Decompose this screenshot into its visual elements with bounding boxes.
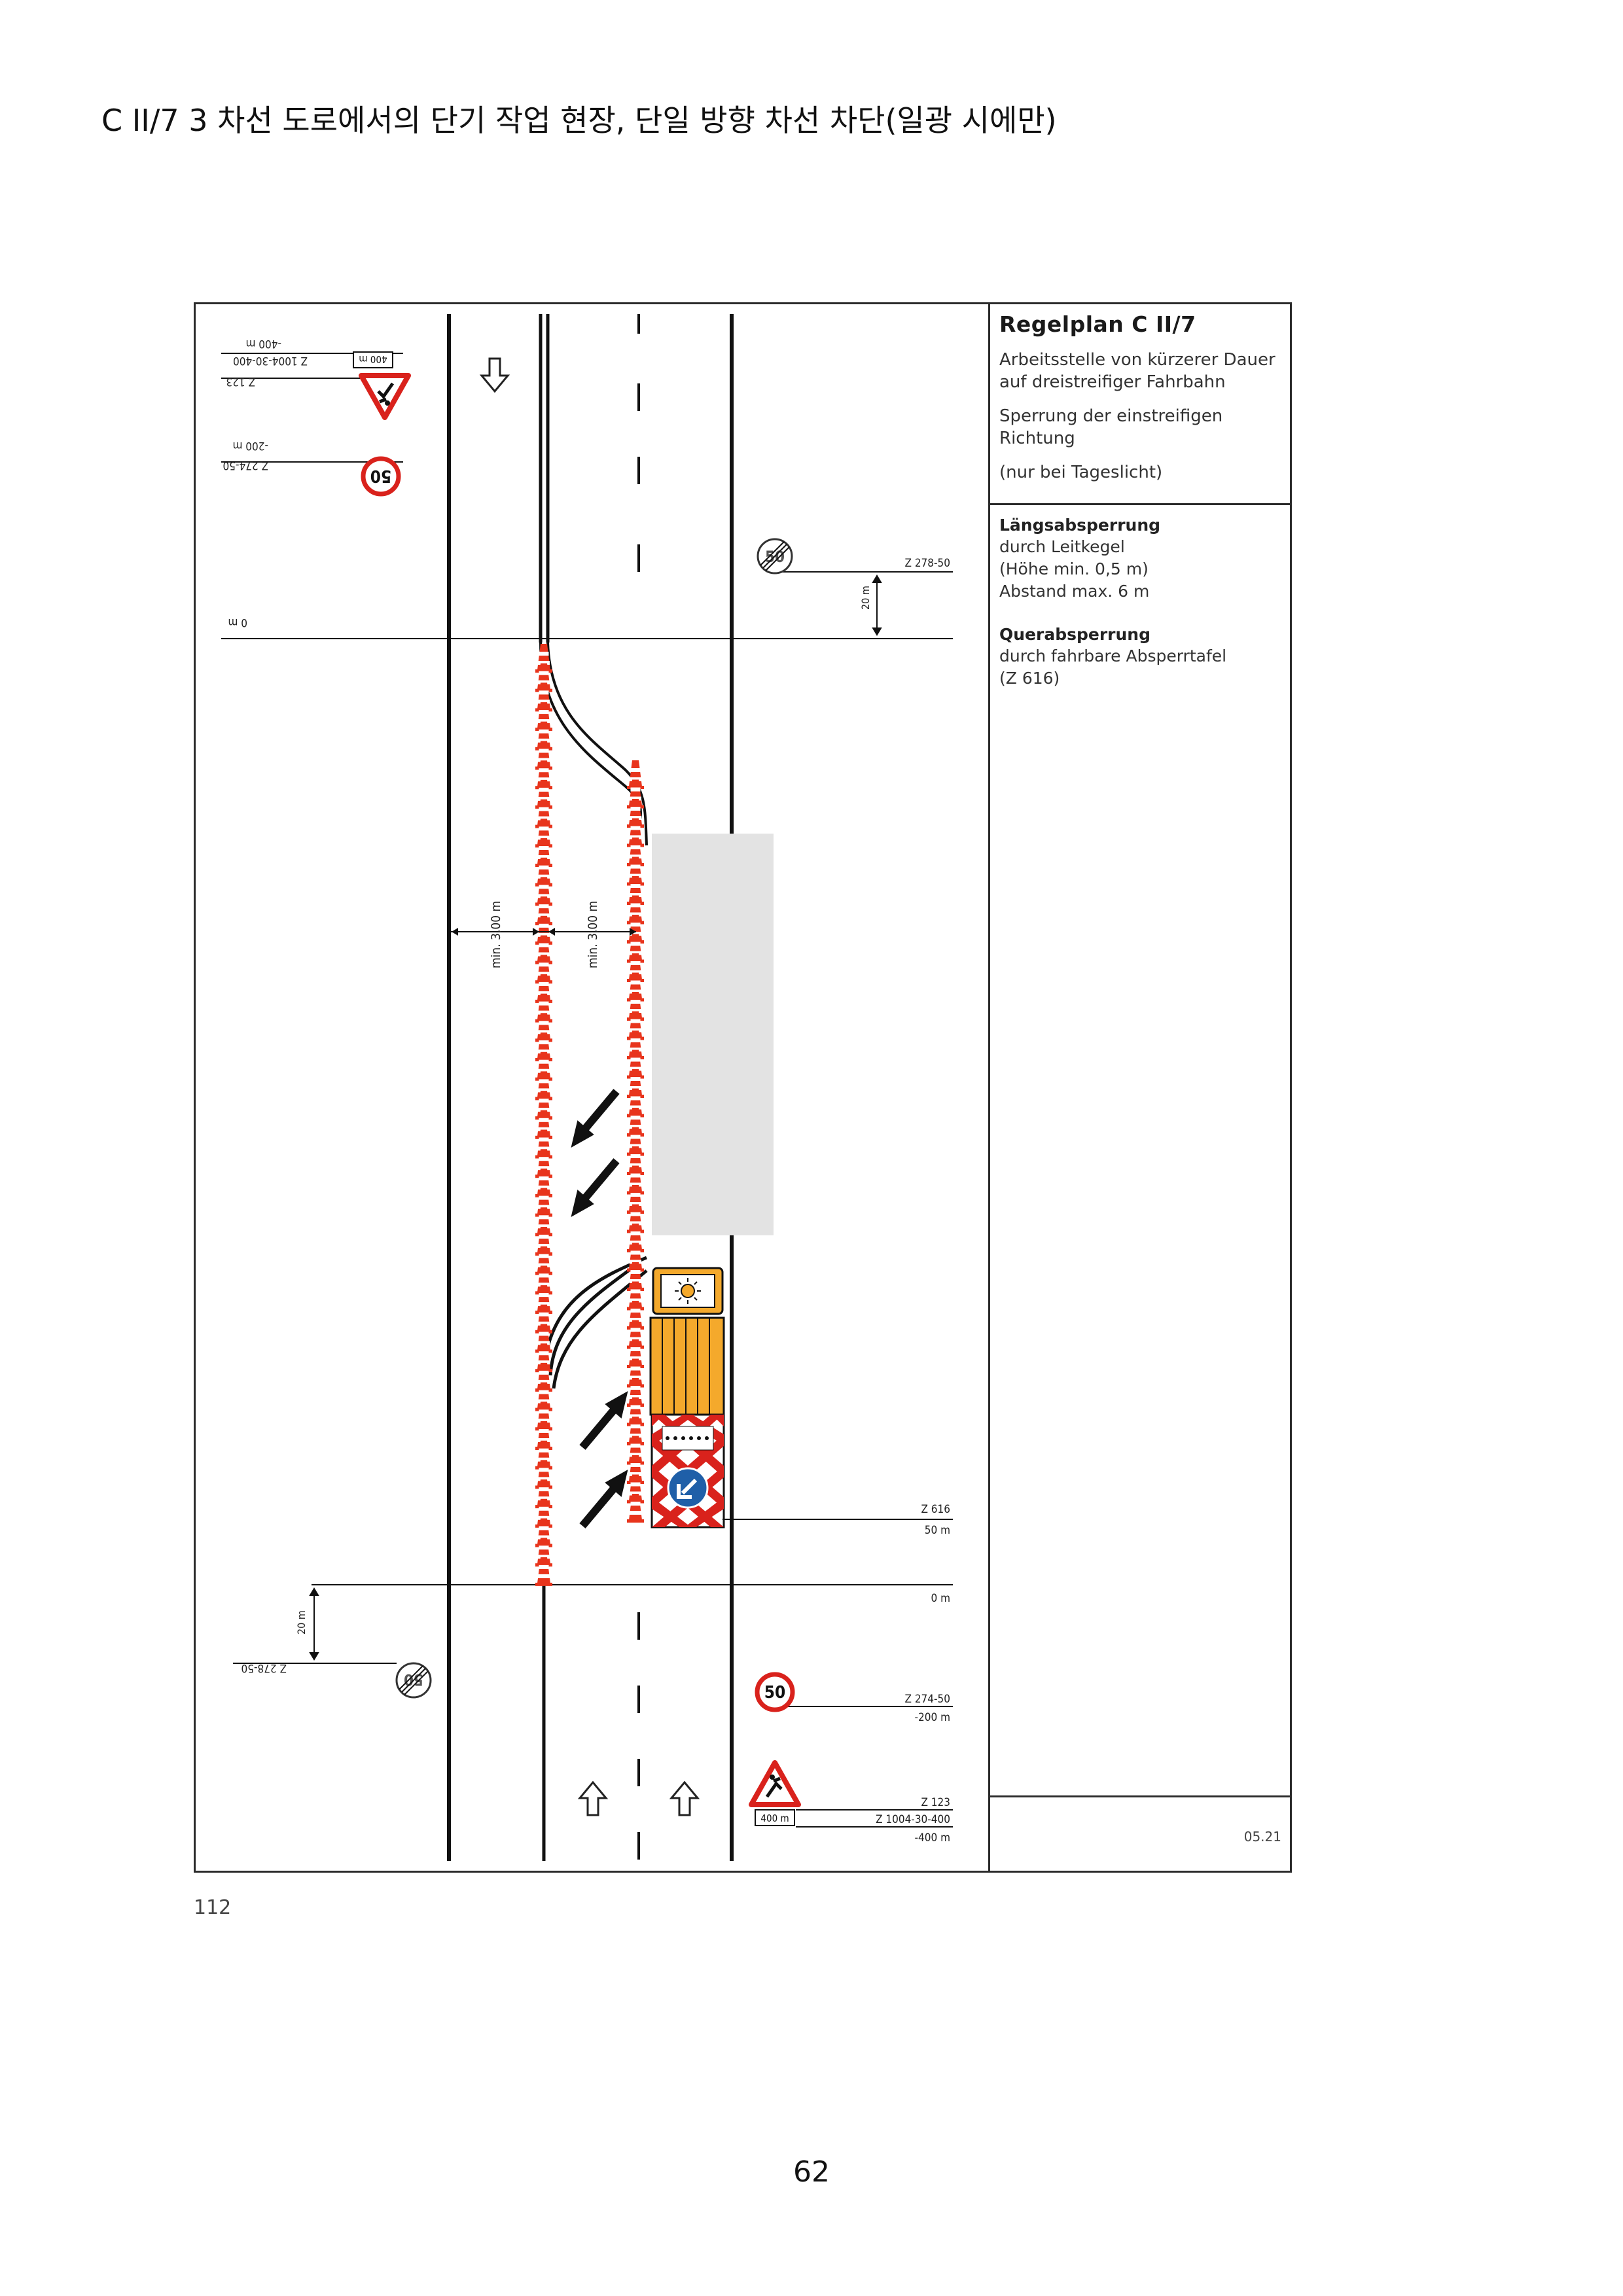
traffic-plan-diagram: -400 m Z 1004-30-400 Z 123 400 m -200 m … bbox=[221, 314, 953, 1861]
label-dist-0-top: 0 m bbox=[228, 616, 247, 629]
shifted-lines-end bbox=[545, 1256, 648, 1389]
width-dimensions: min. 3,00 m min. 3,00 m bbox=[450, 901, 636, 968]
label-z616: Z 616 bbox=[921, 1503, 950, 1516]
plate-400-bottom: 400 m bbox=[755, 1809, 795, 1826]
plan-closure-line: Richtung bbox=[999, 429, 1075, 448]
label-width-right: min. 3,00 m bbox=[586, 901, 600, 968]
label-code-1004-bottom: Z 1004-30-400 bbox=[876, 1813, 950, 1826]
legend-footer: 05.21 bbox=[990, 1797, 1292, 1871]
roadworks-sign-icon bbox=[359, 373, 411, 420]
roadworks-sign-icon bbox=[749, 1760, 801, 1807]
transverse-line: durch fahrbare Absperrtafel bbox=[999, 646, 1227, 665]
plate-400-top: 400 m bbox=[353, 351, 393, 368]
longitudinal-line: durch Leitkegel bbox=[999, 537, 1125, 556]
label-width-left: min. 3,00 m bbox=[489, 901, 503, 968]
label-z616-dist: 50 m bbox=[925, 1524, 950, 1537]
label-dist-400-top: -400 m bbox=[246, 337, 281, 350]
barrier-panel-z616 bbox=[651, 1413, 725, 1528]
end-speed-limit-sign-icon: 50 bbox=[395, 1662, 432, 1699]
transverse-heading: Querabsperrung bbox=[999, 625, 1150, 644]
sign-group-bottom-right: 0 m 50 Z 274-50 -200 m 400 m Z 123 Z 100… bbox=[749, 1592, 953, 1845]
direction-arrow-down-icon bbox=[479, 357, 510, 393]
direction-arrow-up-icon bbox=[577, 1780, 609, 1816]
sign-group-bottom-left: Z 278-50 50 20 m bbox=[233, 1587, 432, 1699]
page-number: 62 bbox=[793, 2155, 830, 2189]
label-offset-top: 20 m bbox=[859, 586, 872, 610]
speed-limit-bottom-text: 50 bbox=[764, 1683, 786, 1703]
label-dist-0-bottom: 0 m bbox=[931, 1592, 950, 1605]
label-code-274-bottom: Z 274-50 bbox=[905, 1693, 951, 1706]
end-speed-limit-sign-icon: 50 bbox=[757, 538, 793, 574]
warning-light-icon bbox=[675, 1278, 701, 1304]
plate-400-top-text: 400 m bbox=[359, 353, 387, 365]
direction-arrow-up-icon bbox=[669, 1780, 700, 1816]
plate-400-bottom-text: 400 m bbox=[760, 1812, 789, 1824]
longitudinal-line: (Höhe min. 0,5 m) bbox=[999, 559, 1149, 578]
label-code-278-bottom: Z 278-50 bbox=[241, 1661, 287, 1674]
label-dist-200-top: -200 m bbox=[233, 439, 268, 452]
label-code-123-top: Z 123 bbox=[226, 375, 255, 388]
longitudinal-line: Abstand max. 6 m bbox=[999, 582, 1150, 601]
arrow-down-left-sign-icon bbox=[667, 1467, 709, 1509]
speed-limit-top-text: 50 bbox=[370, 466, 392, 486]
label-code-123-bottom: Z 123 bbox=[921, 1796, 950, 1809]
longitudinal-heading: Längsabsperrung bbox=[999, 516, 1161, 535]
label-dist-200-bottom: -200 m bbox=[915, 1711, 950, 1724]
plan-description-line: Arbeitsstelle von kürzerer Dauer bbox=[999, 350, 1275, 370]
sign-group-top-left: -400 m Z 1004-30-400 Z 123 400 m -200 m … bbox=[221, 337, 411, 629]
work-vehicle bbox=[649, 1267, 725, 1528]
plan-description-line: auf dreistreifiger Fahrbahn bbox=[999, 372, 1226, 392]
legend-header: Regelplan C II/7 Arbeitsstelle von kürze… bbox=[990, 302, 1292, 505]
document-page-number: 112 bbox=[194, 1896, 232, 1919]
label-code-1004-top: Z 1004-30-400 bbox=[233, 354, 308, 367]
sign-group-top-right: Z 278-50 50 20 m bbox=[757, 538, 953, 636]
legend-body: Längsabsperrung durch Leitkegel (Höhe mi… bbox=[990, 505, 1292, 1797]
cone-column-left bbox=[535, 644, 552, 1586]
cone-column-right bbox=[627, 760, 644, 1523]
diagonal-arrow-icon bbox=[571, 1089, 628, 1528]
speed-limit-sign-icon: 50 bbox=[755, 1672, 795, 1712]
plan-closure-line: Sperrung der einstreifigen bbox=[999, 406, 1223, 426]
label-code-278-top: Z 278-50 bbox=[905, 557, 951, 570]
edition-date: 05.21 bbox=[1243, 1829, 1281, 1845]
speed-limit-sign-icon: 50 bbox=[361, 456, 401, 497]
legend-panel: Regelplan C II/7 Arbeitsstelle von kürze… bbox=[988, 302, 1292, 1873]
plan-daylight-note: (nur bei Tageslicht) bbox=[999, 463, 1163, 482]
label-offset-bottom: 20 m bbox=[295, 1610, 308, 1634]
z616-annotation: Z 616 50 m bbox=[722, 1503, 953, 1537]
label-code-274-top: Z 274-50 bbox=[223, 459, 269, 472]
plan-heading: Regelplan C II/7 bbox=[999, 311, 1196, 337]
work-area bbox=[652, 834, 774, 1235]
label-dist-400-bottom: -400 m bbox=[915, 1831, 950, 1845]
page-title: C II/7 3 차선 도로에서의 단기 작업 현장, 단일 방향 차선 차단(… bbox=[101, 103, 1057, 138]
transverse-line: (Z 616) bbox=[999, 669, 1060, 688]
